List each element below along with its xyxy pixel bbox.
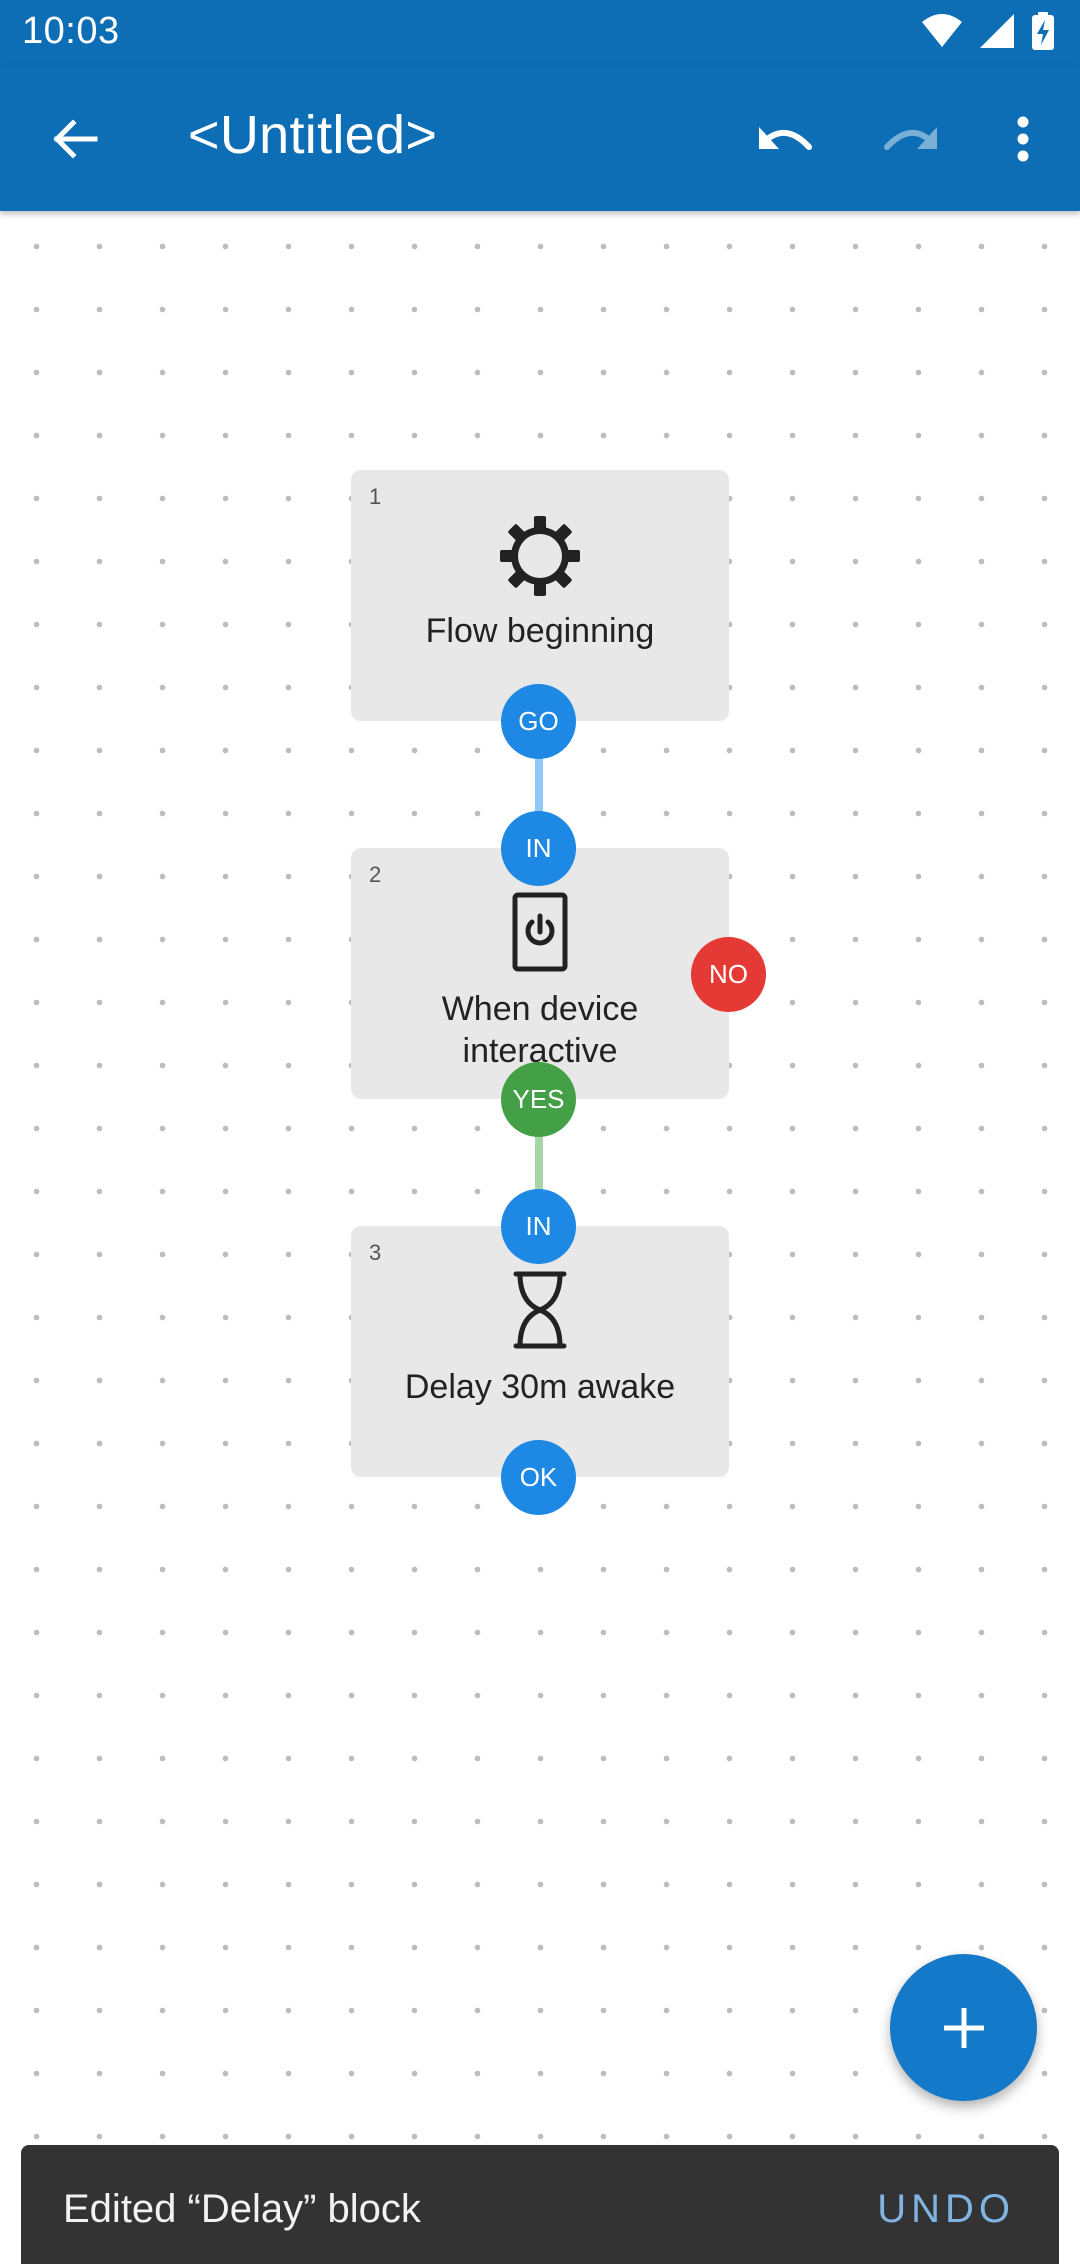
- page-title: <Untitled>: [188, 105, 438, 165]
- status-time: 10:03: [22, 10, 120, 52]
- port-yes[interactable]: YES: [501, 1062, 576, 1137]
- port-in-block-3[interactable]: IN: [501, 1189, 576, 1264]
- add-block-fab[interactable]: [890, 1954, 1037, 2101]
- port-label: IN: [525, 1211, 552, 1241]
- port-ok[interactable]: OK: [501, 1440, 576, 1515]
- app-bar: <Untitled>: [0, 66, 1080, 211]
- battery-charging-icon: [1032, 12, 1054, 50]
- snackbar-undo-button[interactable]: UNDO: [877, 2187, 1015, 2231]
- hourglass-icon: [513, 1271, 567, 1349]
- port-label: NO: [709, 959, 748, 989]
- more-vert-icon: [1017, 116, 1029, 161]
- flow-block-beginning[interactable]: 1 Flow beginning: [351, 470, 729, 721]
- undo-button[interactable]: [730, 66, 840, 211]
- flow-block-device-interactive[interactable]: 2 When device interactive: [351, 848, 729, 1099]
- gear-icon: [500, 516, 580, 596]
- block-label-line-1: When device: [441, 990, 639, 1028]
- redo-icon: [884, 126, 937, 150]
- signal-icon: [980, 14, 1014, 48]
- overflow-menu-button[interactable]: [968, 66, 1078, 211]
- block-number: 2: [369, 862, 382, 887]
- port-label: YES: [512, 1084, 565, 1114]
- port-go[interactable]: GO: [501, 684, 576, 759]
- port-label: OK: [519, 1462, 558, 1492]
- block-number: 1: [369, 484, 382, 509]
- arrow-back-icon: [53, 118, 98, 159]
- status-bar: 10:03: [0, 0, 1080, 66]
- back-button[interactable]: [20, 66, 130, 211]
- snackbar-message: Edited “Delay” block: [63, 2187, 421, 2231]
- flow-canvas[interactable]: 1 Flow beginning GO IN 2 When device int…: [0, 211, 1080, 2264]
- connector-yes-to-in: [535, 1129, 543, 1219]
- wifi-icon: [922, 14, 962, 47]
- system-icons: [922, 12, 1054, 50]
- power-device-icon: [512, 892, 568, 972]
- flow-block-delay[interactable]: 3 Delay 30m awake: [351, 1226, 729, 1477]
- port-label: IN: [525, 833, 552, 863]
- redo-button[interactable]: [856, 66, 966, 211]
- snackbar: Edited “Delay” block UNDO: [21, 2145, 1059, 2264]
- connector-go-to-in: [535, 751, 543, 841]
- port-no[interactable]: NO: [691, 937, 766, 1012]
- block-label: Flow beginning: [425, 612, 655, 650]
- block-label: Delay 30m awake: [404, 1368, 676, 1406]
- block-number: 3: [369, 1240, 382, 1265]
- port-in-block-2[interactable]: IN: [501, 811, 576, 886]
- plus-icon: [943, 2007, 984, 2048]
- undo-icon: [759, 126, 812, 150]
- port-label: GO: [518, 706, 559, 736]
